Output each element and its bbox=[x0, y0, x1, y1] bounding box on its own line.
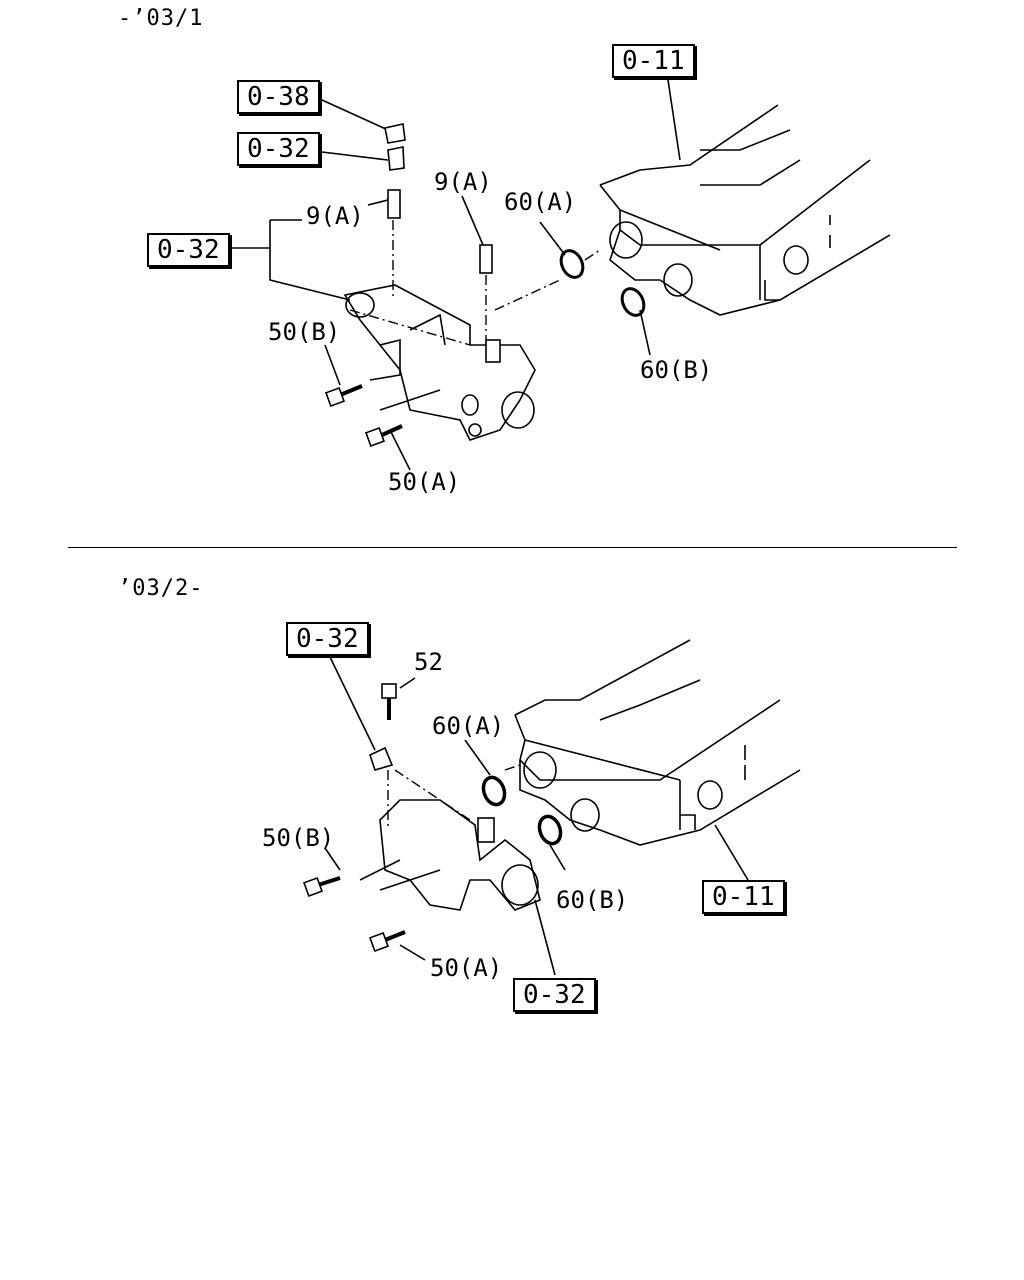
ref-box-cylinder-head-top[interactable]: 0-11 bbox=[612, 44, 695, 78]
part-label-bolt-a-top: 50(A) bbox=[388, 468, 461, 496]
dashed-guides-bottom bbox=[387, 764, 521, 830]
part-label-bolt-b-top: 50(B) bbox=[268, 318, 341, 346]
section-divider bbox=[68, 547, 957, 548]
ref-box-nut-top[interactable]: 0-38 bbox=[237, 80, 320, 114]
studs-top bbox=[384, 123, 493, 274]
leader-lines-top bbox=[232, 79, 681, 471]
section-caption-top: -’03/1 bbox=[118, 6, 204, 31]
section-caption-bottom: ’03/2- bbox=[118, 576, 204, 601]
housing-bottom bbox=[359, 746, 541, 911]
housing-top bbox=[343, 284, 536, 441]
ref-box-bracket-top[interactable]: 0-32 bbox=[237, 132, 320, 166]
part-label-oring-b-top: 60(B) bbox=[640, 356, 713, 384]
part-label-bolt-b-bottom: 50(B) bbox=[262, 824, 335, 852]
ref-box-housing-top[interactable]: 0-32 bbox=[147, 233, 230, 267]
part-label-bolt-a-bottom: 50(A) bbox=[430, 954, 503, 982]
part-label-bolt-52: 52 bbox=[414, 648, 443, 676]
ref-box-housing-bottom[interactable]: 0-32 bbox=[513, 978, 596, 1012]
part-label-oring-a-bottom: 60(A) bbox=[432, 712, 505, 740]
o-rings-bottom bbox=[481, 775, 563, 846]
bolts-top bbox=[325, 384, 403, 447]
cylinder-head-bottom bbox=[514, 639, 801, 846]
leader-lines-bottom bbox=[324, 656, 749, 976]
part-label-oring-a-top: 60(A) bbox=[504, 188, 577, 216]
ref-box-bracket-bottom[interactable]: 0-32 bbox=[286, 622, 369, 656]
part-label-stud-left: 9(A) bbox=[306, 202, 364, 230]
o-rings-top bbox=[559, 249, 646, 317]
part-label-stud-right: 9(A) bbox=[434, 168, 492, 196]
bolts-bottom bbox=[303, 683, 406, 952]
ref-box-cylinder-head-bottom[interactable]: 0-11 bbox=[702, 880, 785, 914]
dashed-guides-top bbox=[349, 220, 601, 350]
cylinder-head-top bbox=[599, 104, 891, 316]
part-label-oring-b-bottom: 60(B) bbox=[556, 886, 629, 914]
